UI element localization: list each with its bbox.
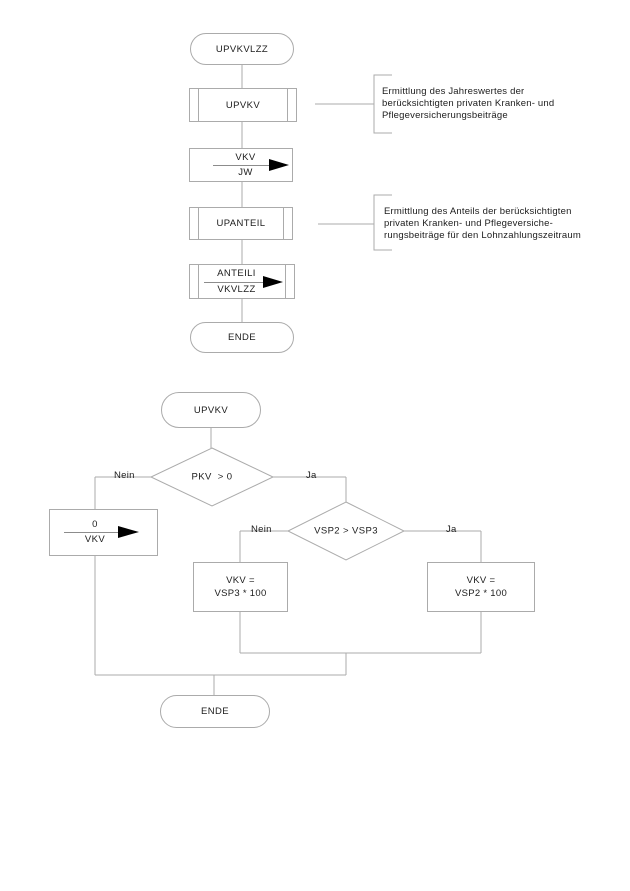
flow1-start-label: UPVKVLZZ (215, 43, 269, 55)
decision1-yes-label: Ja (306, 470, 317, 481)
flow2-assign-zero-vkv: 0 VKV (49, 509, 158, 556)
predefined-bar-icon (198, 265, 199, 298)
result-yes-line1: VKV = (466, 575, 496, 586)
predefined-bar-icon (285, 265, 286, 298)
predefined-bar-icon (198, 89, 199, 121)
assign-numerator: ANTEILI (217, 268, 256, 279)
predefined-bar-icon (287, 89, 288, 121)
assign-denominator: VKVLZZ (217, 284, 256, 295)
result-no-line2: VSP3 * 100 (214, 588, 267, 599)
decision2-diamond (286, 501, 406, 561)
annotation1-text: Ermittlung des Jahreswertes der berücksi… (382, 86, 627, 121)
flow1-assign-anteili-vkvlzz: ANTEILI VKVLZZ (189, 264, 295, 299)
decision1-diamond (149, 447, 275, 507)
annotation1-line: berücksichtigten privaten Kranken- und (382, 97, 555, 109)
flow2-start-terminator: UPVKV (161, 392, 261, 428)
assign-arrow-icon (118, 526, 139, 538)
assign-numerator: 0 (92, 519, 98, 530)
annotation2-line: rungsbeiträge für den Lohnzahlungszeitra… (384, 229, 581, 241)
assign-arrow-icon (269, 159, 289, 171)
decision2-label: VSP2 > VSP3 (314, 525, 378, 537)
decision1-label: PKV > 0 (191, 471, 233, 483)
annotation2-line: privaten Kranken- und Pflegeversiche- (384, 217, 553, 229)
decision1-no-label: Nein (114, 470, 135, 481)
flow2-end-label: ENDE (201, 706, 229, 717)
assign-bar (213, 165, 278, 166)
assign-bar (204, 282, 269, 283)
annotation2-bracket (373, 194, 392, 251)
predefined-bar-icon (198, 208, 199, 239)
decision2-no-label: Nein (251, 524, 272, 535)
decision2-yes-label: Ja (446, 524, 457, 535)
result-yes-line2: VSP2 * 100 (454, 588, 508, 599)
assign-arrow-icon (263, 276, 283, 288)
flow2-start-label: UPVKV (193, 404, 229, 416)
annotation1-line: Pflegeversicherungsbeiträge (382, 109, 508, 121)
flow1-subroutine-upvkv: UPVKV (189, 88, 297, 122)
flow2-result-no-box: VKV = VSP3 * 100 (193, 562, 288, 612)
flow1-subroutine-upvkv-label: UPVKV (225, 99, 261, 111)
flow1-end-terminator: ENDE (190, 322, 294, 353)
predefined-bar-icon (283, 208, 284, 239)
flow1-end-label: ENDE (228, 332, 256, 343)
assign-denominator: JW (238, 167, 253, 178)
flow1-assign-vkv-jw: VKV JW (189, 148, 293, 182)
annotation2-text: Ermittlung des Anteils der berücksichtig… (384, 206, 630, 241)
assign-numerator: VKV (235, 152, 256, 163)
flow2-end-terminator: ENDE (160, 695, 270, 728)
flow1-subroutine-upanteil-label: UPANTEIL (216, 218, 266, 229)
assign-denominator: VKV (84, 534, 106, 545)
annotation2-line: Ermittlung des Anteils der berücksichtig… (384, 206, 572, 217)
flow2-result-yes-box: VKV = VSP2 * 100 (427, 562, 535, 612)
result-no-line1: VKV = (226, 575, 255, 586)
assign-bar (64, 532, 126, 533)
flow1-start-terminator: UPVKVLZZ (190, 33, 294, 65)
annotation1-bracket (373, 74, 392, 134)
flow1-subroutine-upanteil: UPANTEIL (189, 207, 293, 240)
annotation1-line: Ermittlung des Jahreswertes der (382, 86, 525, 97)
